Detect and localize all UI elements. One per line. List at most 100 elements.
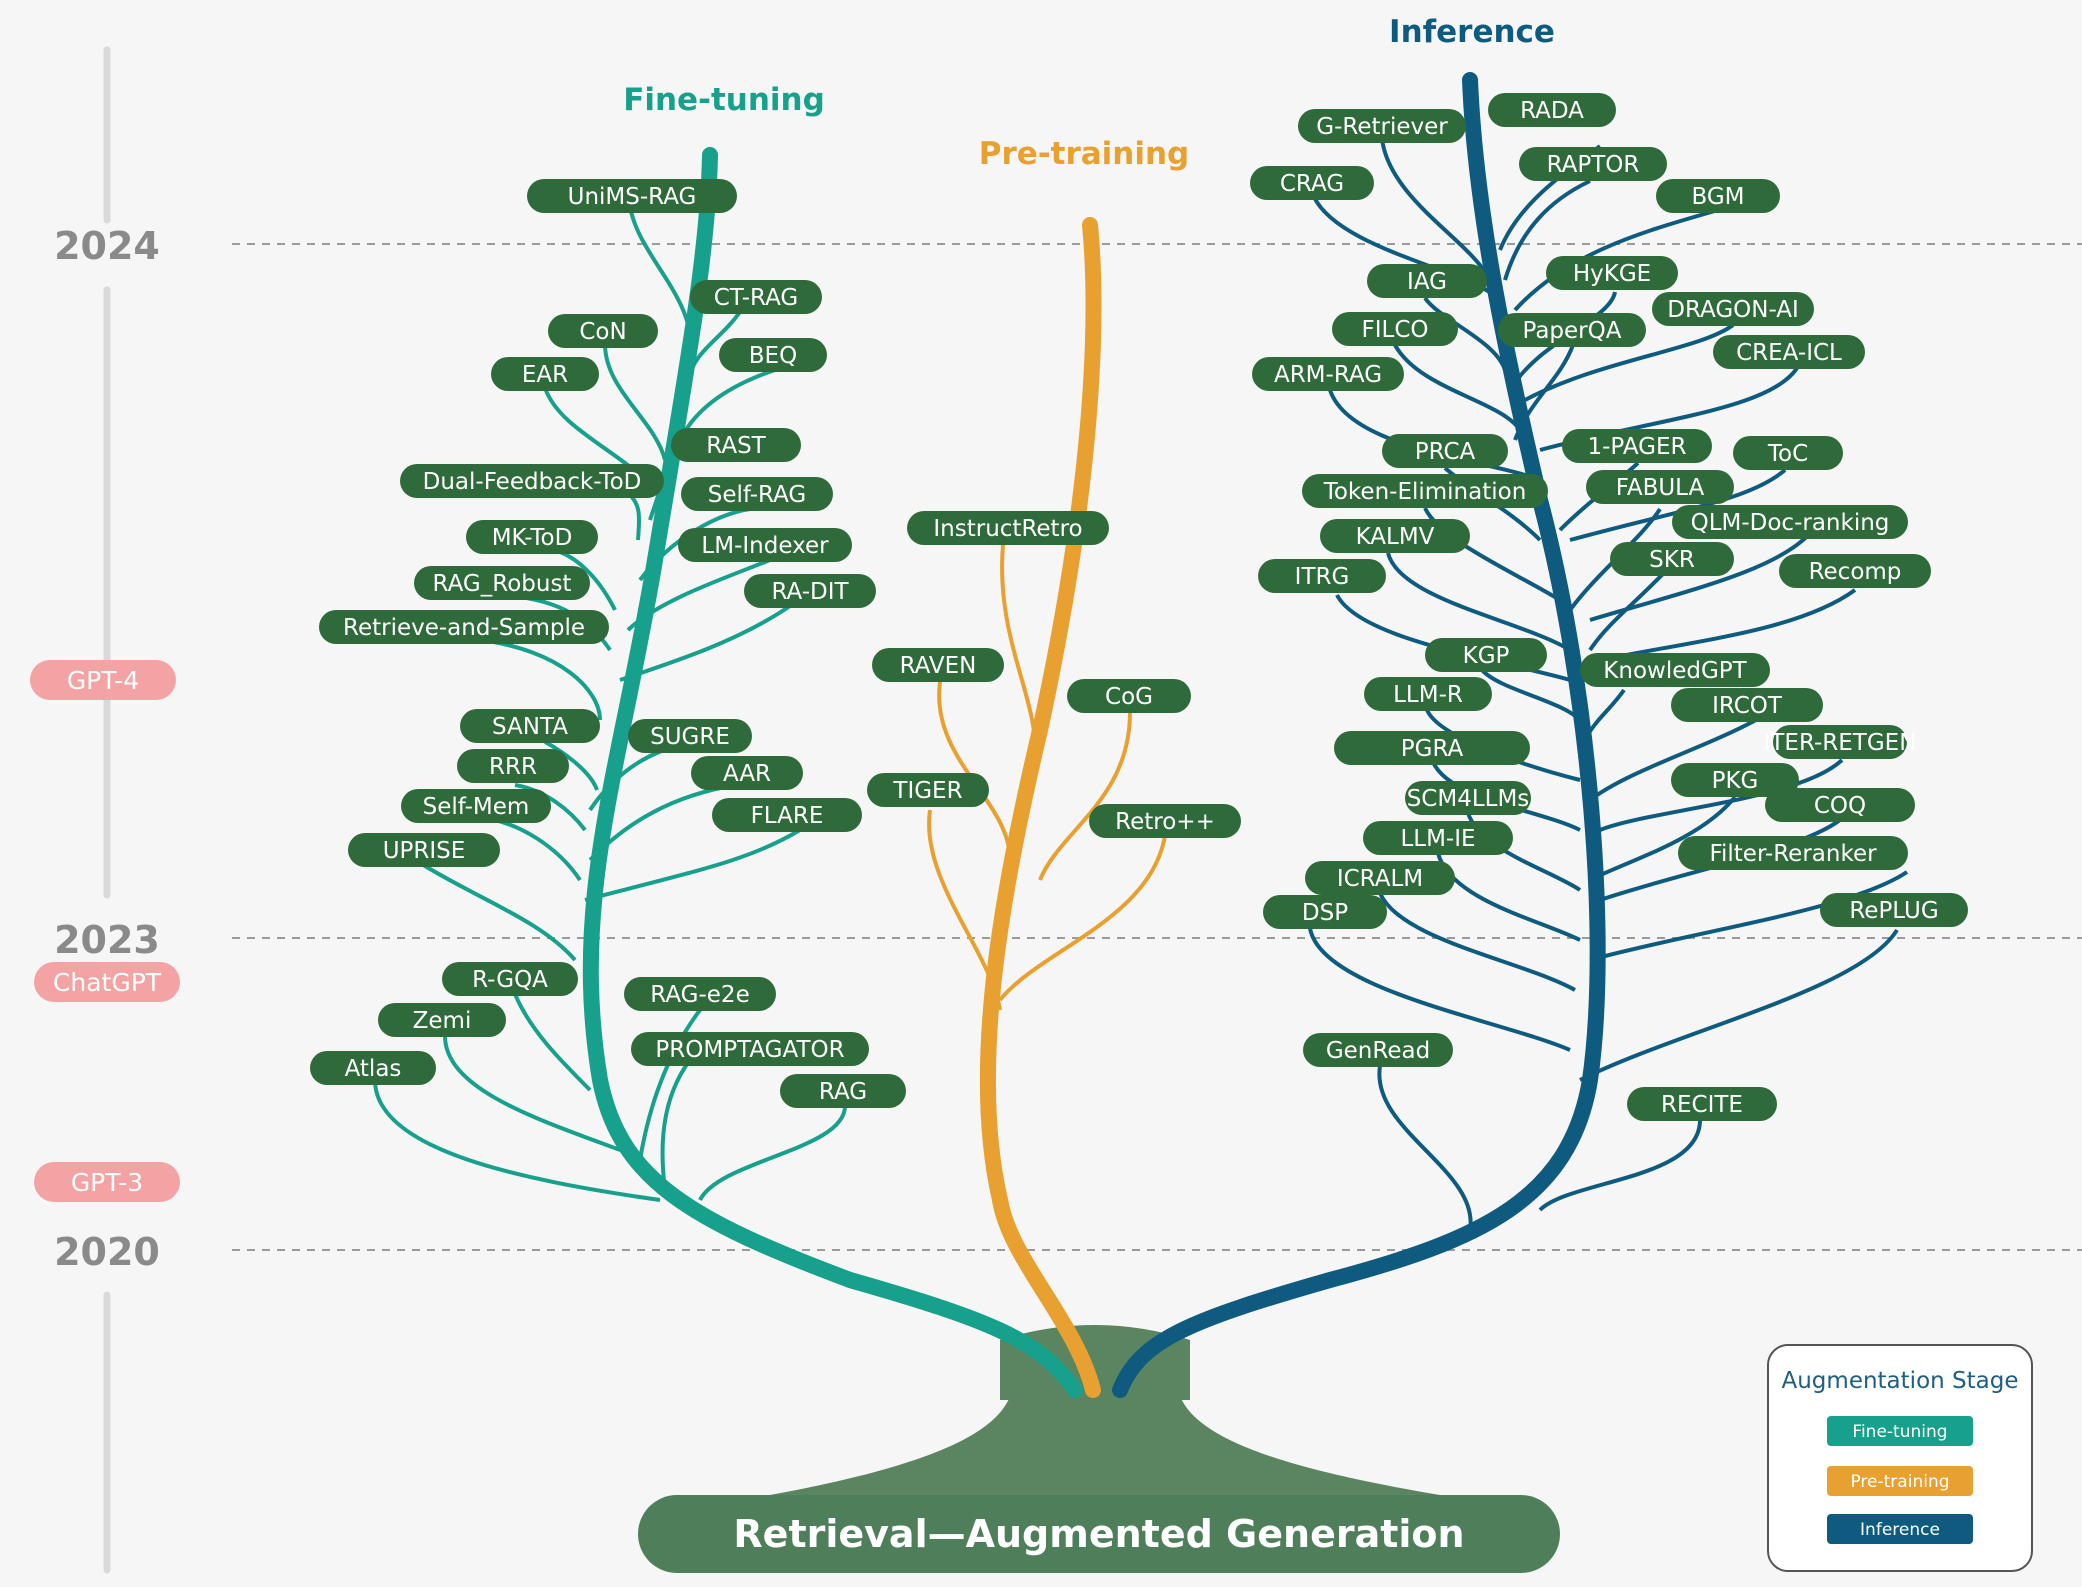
method-node-label: DSP — [1302, 900, 1348, 926]
svg-text:ChatGPT: ChatGPT — [53, 968, 162, 997]
svg-text:Inference: Inference — [1860, 1520, 1940, 1540]
method-node-pill — [1678, 836, 1908, 870]
method-node: Retrieve-and-Sample — [319, 610, 609, 644]
method-node-label: ToC — [1767, 441, 1808, 467]
method-node-label: MK-ToD — [492, 525, 573, 551]
method-node: InstructRetro — [907, 511, 1109, 545]
method-node: KGP — [1425, 638, 1547, 672]
method-node-pill — [1519, 147, 1667, 181]
method-node: Recomp — [1779, 554, 1931, 588]
method-node: RePLUG — [1820, 893, 1968, 927]
method-node-pill — [1252, 357, 1404, 391]
method-node-label: EAR — [522, 362, 568, 388]
method-node: BGM — [1656, 179, 1780, 213]
method-node-label: CoG — [1105, 684, 1153, 710]
method-node-label: Atlas — [345, 1056, 402, 1082]
method-node-label: FILCO — [1362, 317, 1429, 343]
method-node-label: Zemi — [413, 1008, 472, 1034]
method-node-pill — [1382, 434, 1508, 468]
method-node-label: RePLUG — [1849, 898, 1938, 924]
method-node: RAPTOR — [1519, 147, 1667, 181]
method-node: DRAGON-AI — [1652, 292, 1814, 326]
method-node: LLM-R — [1364, 677, 1492, 711]
method-node: CoN — [548, 314, 658, 348]
root-base: Retrieval—Augmented Generation — [638, 1325, 1560, 1573]
method-node-label: CREA-ICL — [1736, 340, 1842, 366]
method-node-pill — [400, 464, 664, 498]
method-node-pill — [678, 528, 852, 562]
method-node-pill — [491, 357, 599, 391]
legend-item-fine-tuning: Fine-tuning — [1827, 1416, 1973, 1446]
method-node: IAG — [1367, 264, 1487, 298]
method-node-pill — [691, 756, 803, 790]
method-node-pill — [442, 962, 578, 996]
method-node-label: Self-Mem — [423, 794, 530, 820]
method-node-pill — [712, 798, 862, 832]
method-node-label: G-Retriever — [1316, 114, 1448, 140]
method-node-label: PRCA — [1415, 439, 1476, 465]
method-node-label: SUGRE — [650, 724, 730, 750]
method-node-label: RRR — [489, 754, 537, 780]
method-node: ARM-RAG — [1252, 357, 1404, 391]
method-node-pill — [1671, 763, 1799, 797]
method-node-label: KALMV — [1356, 524, 1435, 550]
branch-title-fine-tuning: Fine-tuning — [623, 82, 825, 118]
method-node: ITER-RETGEN — [1764, 725, 1916, 759]
method-node-pill — [1820, 893, 1968, 927]
method-node-label: IAG — [1407, 269, 1447, 295]
method-node-label: QLM-Doc-ranking — [1691, 510, 1890, 536]
legend-item-inference: Inference — [1827, 1514, 1973, 1544]
year-label: 2024 — [54, 224, 160, 268]
method-node-label: CoN — [579, 319, 626, 345]
method-node-pill — [1562, 429, 1712, 463]
method-node: Self-Mem — [401, 789, 551, 823]
method-node-pill — [1656, 179, 1780, 213]
method-node-pill — [1627, 1087, 1777, 1121]
method-node-label: KnowledGPT — [1603, 658, 1747, 684]
method-node: COQ — [1765, 788, 1915, 822]
method-node-label: HyKGE — [1573, 261, 1651, 287]
method-node: DSP — [1263, 895, 1387, 929]
method-node-label: FLARE — [751, 803, 824, 829]
method-node: Self-RAG — [681, 477, 833, 511]
milestone-chatgpt: ChatGPT — [34, 962, 180, 1002]
method-node: GenRead — [1303, 1033, 1453, 1067]
method-node-pill — [1367, 264, 1487, 298]
method-node-pill — [414, 566, 590, 600]
method-node: RAG_Robust — [414, 566, 590, 600]
method-node-label: IRCOT — [1712, 693, 1783, 719]
method-node-pill — [1298, 109, 1466, 143]
method-node: Retro++ — [1089, 804, 1241, 838]
timeline: 2024 2023 2020 GPT-4 ChatGPT GPT-3 — [30, 46, 2082, 1574]
method-node: SANTA — [460, 709, 600, 743]
method-node-label: ICRALM — [1337, 866, 1423, 892]
method-node: PaperQA — [1498, 313, 1646, 347]
method-node: HyKGE — [1546, 256, 1678, 290]
method-node-pill — [1425, 638, 1547, 672]
method-node-label: SANTA — [492, 714, 568, 740]
method-node-label: UniMS-RAG — [568, 184, 697, 210]
method-node-label: Self-RAG — [708, 482, 806, 508]
method-node: Dual-Feedback-ToD — [400, 464, 664, 498]
method-node-label: InstructRetro — [933, 516, 1082, 542]
method-node-label: CRAG — [1280, 171, 1344, 197]
method-node-label: RAG_Robust — [433, 571, 572, 597]
method-node: UniMS-RAG — [527, 179, 737, 213]
method-node-label: LLM-R — [1393, 682, 1463, 708]
method-node-pill — [310, 1051, 436, 1085]
method-node-pill — [1305, 861, 1455, 895]
method-node-label: PROMPTAGATOR — [655, 1037, 844, 1063]
method-node: ITRG — [1258, 559, 1386, 593]
method-node-pill — [1263, 895, 1387, 929]
method-node-label: SKR — [1649, 547, 1695, 573]
method-node-pill — [1488, 93, 1616, 127]
method-node-label: CT-RAG — [714, 285, 799, 311]
milestone-gpt4: GPT-4 — [30, 660, 176, 700]
method-node-label: FABULA — [1616, 475, 1705, 501]
method-node-pill — [1250, 166, 1374, 200]
method-node-pill — [681, 477, 833, 511]
method-node-label: RAPTOR — [1547, 152, 1640, 178]
root-title: Retrieval—Augmented Generation — [733, 1512, 1464, 1556]
method-node: BEQ — [719, 338, 827, 372]
method-node: Zemi — [378, 1003, 506, 1037]
